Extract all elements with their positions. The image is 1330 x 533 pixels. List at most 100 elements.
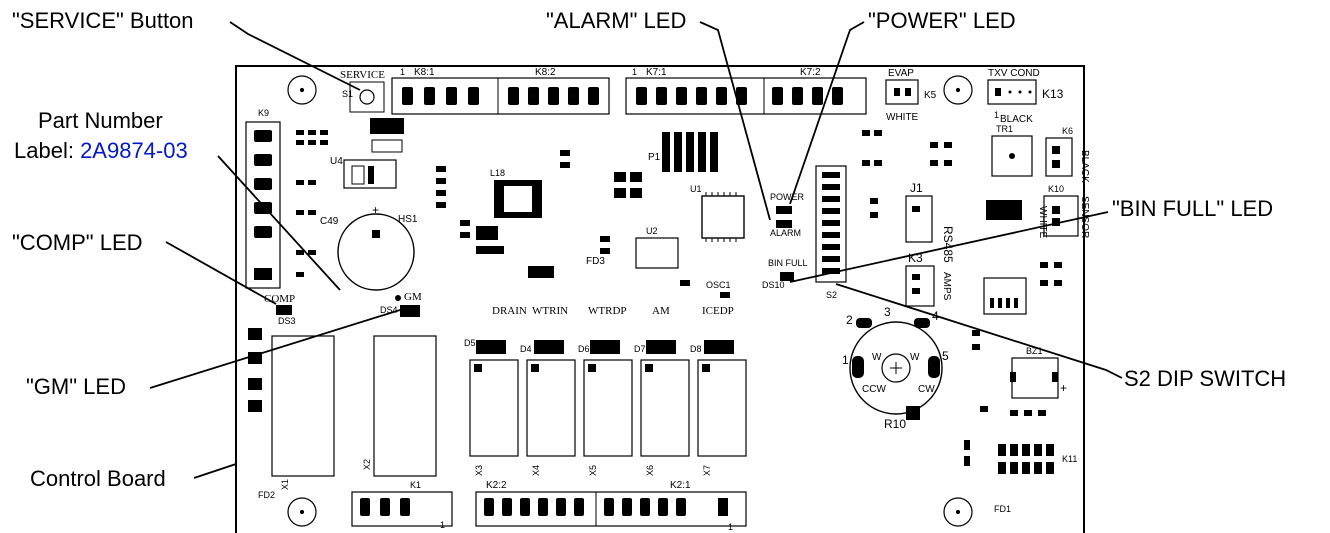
comp-led: COMP DS3 [264, 293, 296, 326]
svg-text:U1: U1 [690, 184, 702, 194]
inductor-l18: L18 [490, 168, 542, 218]
svg-text:P1: P1 [648, 152, 661, 163]
connector-k10: K10 SENSOR WHITE [986, 184, 1090, 239]
gm-led: GM DS4 [380, 291, 422, 317]
svg-text:FD2: FD2 [258, 490, 275, 500]
relays-x3-x7 [469, 359, 747, 457]
svg-text:1: 1 [632, 67, 637, 77]
svg-text:1: 1 [842, 353, 849, 367]
svg-text:S1: S1 [342, 89, 353, 99]
callout-alarm-led: "ALARM" LED [546, 8, 686, 33]
svg-text:AMPS: AMPS [941, 272, 952, 301]
connector-j1: J1 RS485 [905, 181, 955, 263]
mounting-holes [287, 75, 973, 527]
svg-text:1: 1 [400, 67, 405, 77]
chip-u6 [983, 277, 1027, 315]
connector-k5: EVAP K5 WHITE [885, 68, 937, 123]
svg-text:1: 1 [994, 110, 999, 120]
power-alarm-leds: POWER ALARM [770, 192, 805, 238]
transformer-tr1: TR1 [991, 124, 1033, 177]
k7-2-label: K7:2 [800, 67, 821, 78]
svg-text:K6: K6 [1062, 126, 1073, 136]
svg-text:U2: U2 [646, 226, 658, 236]
connector-k1: K1 1 [351, 480, 453, 530]
board-outline [235, 65, 1085, 533]
capacitor-c49: + C49 [320, 203, 415, 291]
svg-text:K2:1: K2:1 [670, 480, 691, 491]
svg-text:RS485: RS485 [941, 226, 955, 263]
svg-text:CW: CW [918, 384, 935, 395]
connector-k9: K9 [245, 108, 281, 289]
connector-k7: 1 K7:1 K7:2 [625, 67, 867, 115]
chip-u2: U2 [635, 226, 679, 269]
callout-power-led: "POWER" LED [868, 8, 1016, 33]
svg-text:WTRDP: WTRDP [588, 305, 627, 317]
svg-text:TR1: TR1 [996, 124, 1013, 134]
microcontroller-u1: U1 [690, 184, 745, 242]
svg-text:FD3: FD3 [586, 256, 605, 267]
gm-silk: GM [404, 291, 422, 303]
evap-label: EVAP [888, 68, 914, 79]
svg-text:W: W [910, 352, 920, 363]
callout-comp-led: "COMP" LED [12, 230, 143, 255]
txv-cond-label: TXV COND [988, 68, 1040, 79]
svg-text:U4: U4 [330, 156, 343, 167]
svg-text:X3: X3 [474, 465, 484, 476]
header-k11 [998, 444, 1054, 474]
bin-full-led: BIN FULL DS10 [762, 258, 808, 290]
k5-label: K5 [924, 90, 937, 101]
callout-part-number: Part Number [38, 108, 163, 133]
buzzer-bz1: BZ1 + [1010, 346, 1067, 399]
smd-cluster-left [296, 130, 328, 277]
svg-text:BZ1: BZ1 [1026, 346, 1043, 356]
svg-text:S2: S2 [826, 290, 837, 300]
svg-text:J1: J1 [910, 181, 923, 195]
svg-text:WTRIN: WTRIN [532, 305, 568, 317]
header-p1 [662, 132, 718, 172]
callout-part-number-label: Label: 2A9874-03 [14, 138, 188, 163]
svg-text:+: + [372, 203, 379, 217]
svg-text:X4: X4 [531, 465, 541, 476]
svg-text:DS10: DS10 [762, 280, 785, 290]
svg-text:L18: L18 [490, 168, 505, 178]
svg-text:DRAIN: DRAIN [492, 305, 527, 317]
svg-text:AM: AM [652, 305, 670, 317]
svg-text:X1: X1 [280, 479, 290, 490]
service-silk: SERVICE [340, 69, 385, 81]
callout-bin-full-led: "BIN FULL" LED [1112, 196, 1273, 221]
alarm-silk: ALARM [770, 228, 801, 238]
svg-text:ICEDP: ICEDP [702, 305, 734, 317]
svg-text:R10: R10 [884, 417, 906, 431]
callout-service-button: "SERVICE" Button [12, 8, 194, 33]
callout-s2-dip-switch: S2 DIP SWITCH [1124, 366, 1286, 391]
svg-text:5: 5 [942, 349, 949, 363]
svg-text:3: 3 [884, 305, 891, 319]
svg-text:D8: D8 [690, 344, 702, 354]
k13-label: K13 [1042, 87, 1064, 101]
dip-switch-s2: S2 [815, 165, 847, 300]
black-label: BLACK [1000, 114, 1033, 125]
svg-text:D5: D5 [464, 338, 476, 348]
svg-text:WHITE: WHITE [1037, 206, 1048, 239]
svg-text:K9: K9 [258, 108, 269, 118]
svg-text:K10: K10 [1048, 184, 1064, 194]
connector-k3: K3 AMPS [905, 251, 952, 307]
callout-control-board: Control Board [30, 466, 166, 491]
svg-text:D7: D7 [634, 344, 646, 354]
k8-2-label: K8:2 [535, 67, 556, 78]
svg-text:DS3: DS3 [278, 316, 296, 326]
svg-text:2: 2 [846, 313, 853, 327]
svg-text:K1: K1 [410, 480, 421, 490]
svg-text:CCW: CCW [862, 384, 886, 395]
svg-text:D6: D6 [578, 344, 590, 354]
svg-text:X2: X2 [362, 459, 372, 470]
left-column-parts [248, 328, 262, 412]
u4-heatsink: U4 HS1 [330, 118, 418, 225]
svg-text:X6: X6 [645, 465, 655, 476]
svg-text:C49: C49 [320, 216, 339, 227]
connector-k6: K6 BLACK [1045, 126, 1090, 183]
middle-parts [436, 130, 952, 298]
white-label: WHITE [886, 112, 919, 123]
svg-text:1: 1 [440, 520, 445, 530]
